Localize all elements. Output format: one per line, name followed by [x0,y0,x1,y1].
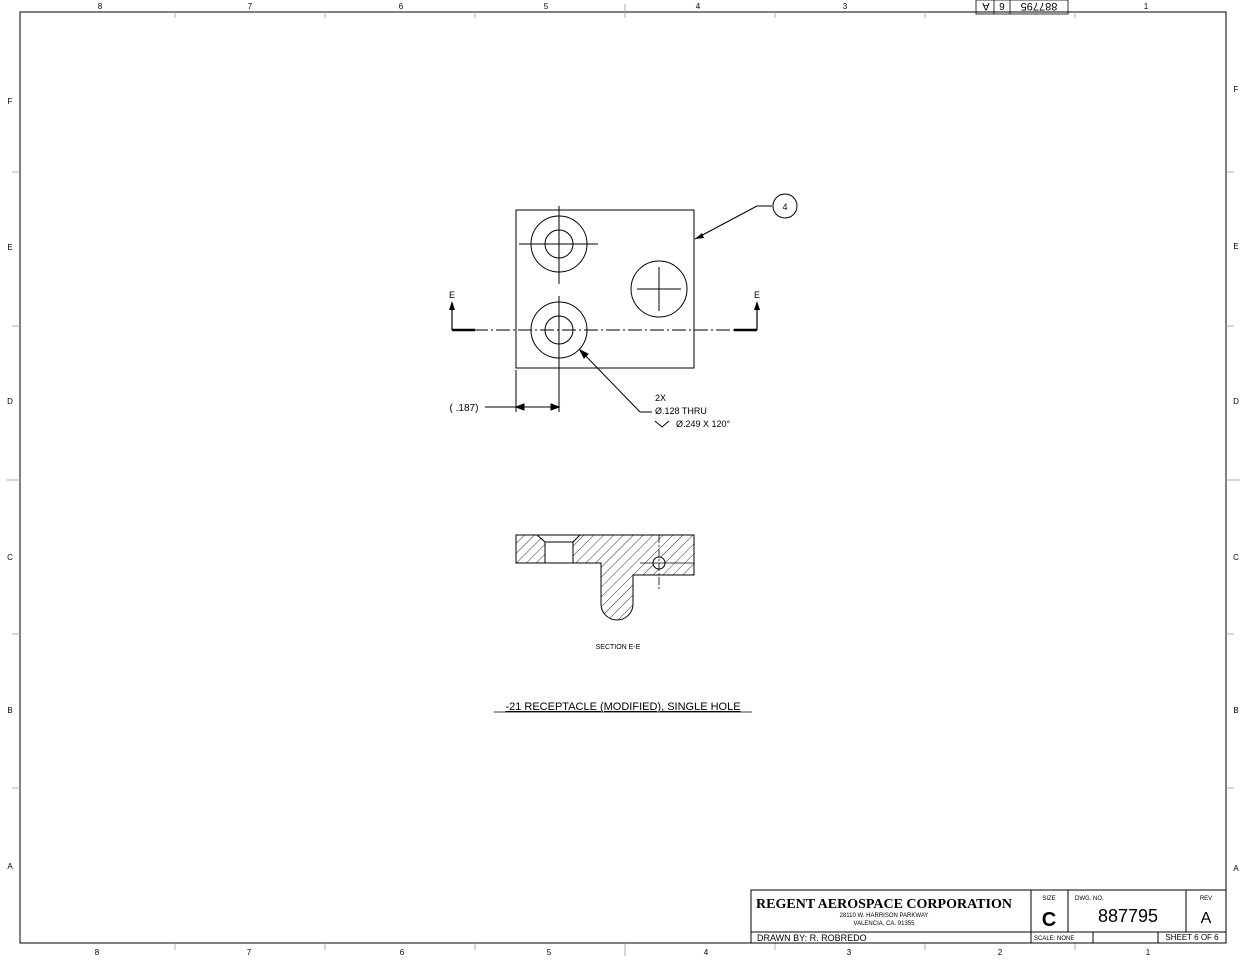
section-letter-right: E [754,290,760,300]
hole-note-line3: Ø.249 X 120° [676,419,731,429]
zone-bottom-7: 7 [247,948,252,957]
zone-ticks [6,4,1240,956]
part-outline-top-view [515,209,695,369]
hole-note-line2: Ø.128 THRU [655,406,707,416]
section-view [515,534,695,621]
zone-left-E: E [7,243,12,252]
reference-dimension [485,370,561,412]
zone-bottom-6: 6 [400,948,405,957]
zone-top-4: 4 [696,2,701,11]
dwg-value: 887795 [1098,906,1158,926]
zone-top-5: 5 [544,2,549,11]
balloon-number: 4 [782,202,787,212]
top-stamp-box [975,0,1069,15]
top-stamp-dwg: 887795 [1021,0,1058,12]
zone-left-C: C [7,553,13,562]
hole-note-line1: 2X [655,393,666,403]
zone-bottom-8: 8 [95,948,100,957]
zone-top-8: 8 [98,2,103,11]
ref-dim-text: ( .187) [450,403,479,414]
zone-top-1: 1 [1144,2,1149,11]
company-name: REGENT AEROSPACE CORPORATION [756,897,1012,912]
sheet-value: SHEET 6 OF 6 [1165,933,1219,942]
section-letter-left: E [449,290,455,300]
zone-bottom-2: 2 [998,948,1003,957]
zone-labels-bottom: 8 7 6 5 4 3 2 1 [95,948,1151,957]
zone-right-D: D [1233,397,1239,406]
zone-labels-top: 8 7 6 5 4 3 1 [98,2,1149,11]
top-stamp-rev: A [982,0,990,12]
section-cut-line [449,301,760,332]
part-title: -21 RECEPTACLE (MODIFIED), SINGLE HOLE [505,701,740,713]
size-label: SIZE [1042,896,1055,902]
hole-right [630,260,688,318]
title-block [750,889,1227,944]
zone-labels-right: F E D C B A [1233,85,1239,873]
zone-left-B: B [7,706,12,715]
section-label: SECTION E-E [596,644,641,651]
zone-bottom-1: 1 [1146,948,1151,957]
zone-labels-left: F E D C B A [7,97,13,871]
zone-left-F: F [8,97,13,106]
scale-value: SCALE: NONE [1034,936,1074,942]
zone-top-6: 6 [399,2,404,11]
zone-left-A: A [7,862,13,871]
zone-top-3: 3 [843,2,848,11]
hole-note-leader [578,348,670,428]
zone-right-F: F [1234,85,1239,94]
border-frame [19,11,1227,944]
top-view [515,206,695,412]
top-stamp-sheet: 6 [999,0,1005,11]
rev-value: A [1201,910,1212,927]
size-value: C [1042,909,1056,931]
company-address-1: 28110 W. HARRISON PARKWAY [840,913,929,919]
drawn-by: DRAWN BY: R. ROBREDO [757,933,867,943]
zone-right-C: C [1233,553,1239,562]
zone-left-D: D [7,397,13,406]
zone-bottom-3: 3 [847,948,852,957]
rev-label: REV [1200,896,1212,902]
zone-top-7: 7 [248,2,253,11]
zone-right-E: E [1233,242,1238,251]
zone-right-A: A [1233,864,1239,873]
balloon-circle [772,193,798,219]
dwg-label: DWG. NO. [1075,896,1104,902]
zone-right-B: B [1233,706,1238,715]
zone-bottom-5: 5 [547,948,552,957]
company-address-2: VALENCIA, CA. 91355 [854,921,916,927]
zone-bottom-4: 4 [704,948,709,957]
